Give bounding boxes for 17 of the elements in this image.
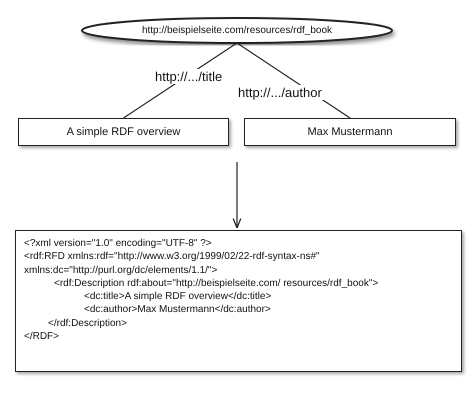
code-line: </RDF>	[24, 330, 60, 344]
code-line: <rdf:Description rdf:about="http://beispielseite.com/ resources/rdf_book">	[54, 276, 378, 290]
node-text: http://beispielseite.com/resources/rdf_book	[142, 25, 332, 36]
arrow	[232, 162, 242, 229]
node-text: A simple RDF overview	[66, 126, 180, 138]
literal-box	[244, 118, 456, 146]
code-line: xmlns:dc="http://purl.org/dc/elements/1.1/">	[24, 264, 218, 277]
edge-label: http://.../author	[236, 85, 324, 100]
edge-label: http://.../title	[153, 69, 224, 84]
node-text: Max Mustermann	[308, 126, 392, 138]
code-line: <rdf:RFD xmlns:rdf="http://www.w3.org/1999/02/22-rdf-syntax-ns#"	[24, 250, 320, 264]
literal-box	[18, 118, 229, 146]
code-line: <dc:author>Max Mustermann</dc:author>	[84, 303, 271, 317]
code-line: </rdf:Description>	[48, 316, 127, 330]
xml-code-box	[15, 230, 462, 372]
code-line: <?xml version="1.0" encoding="UTF-8" ?>	[24, 237, 212, 250]
code-line: <dc:title>A simple RDF overview</dc:title>	[84, 290, 272, 304]
